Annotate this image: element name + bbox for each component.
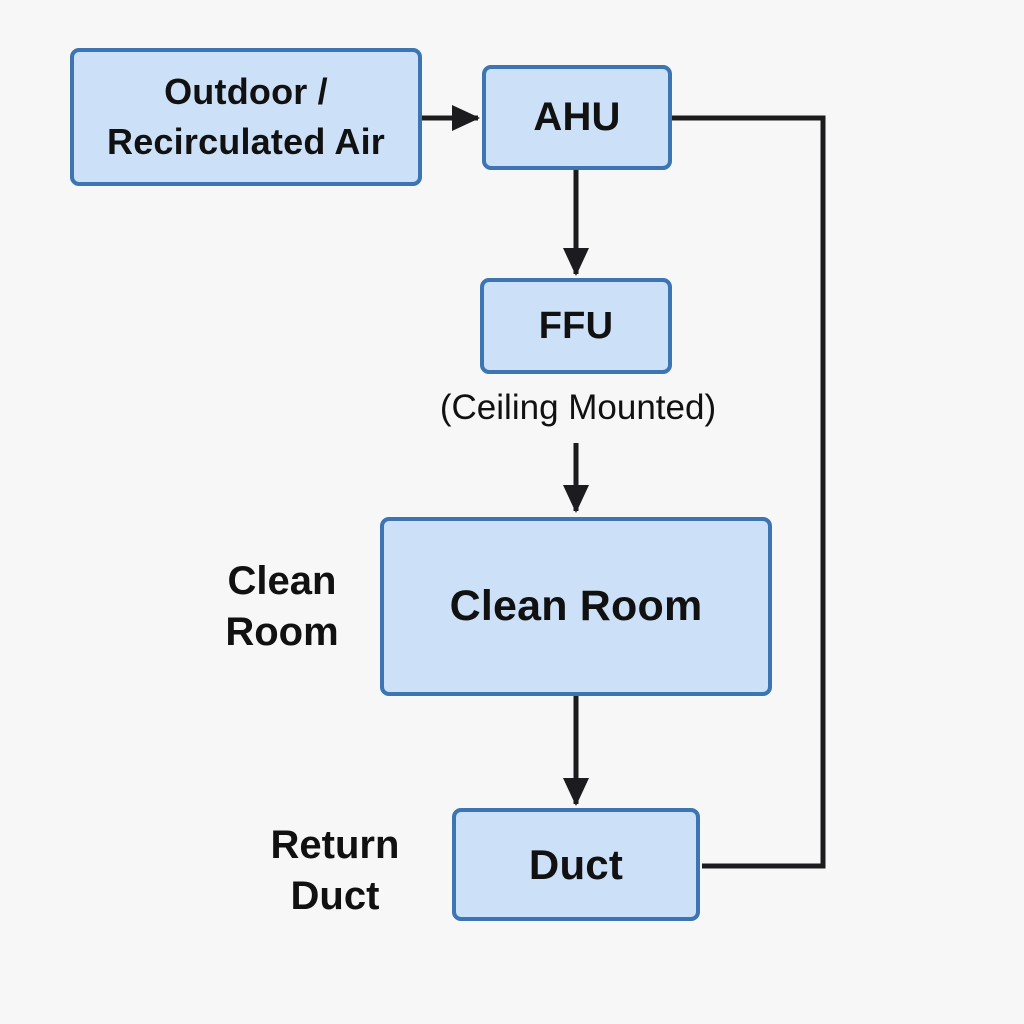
node-ffu-label: FFU — [538, 304, 614, 347]
side-label-clean-room: Clean Room — [182, 556, 382, 658]
connector-duct-return-to-ahu — [671, 115, 826, 869]
node-ahu-label: AHU — [533, 95, 621, 139]
side-label-return-duct: Return Duct — [235, 820, 435, 922]
node-outdoor-label-line1: Outdoor / — [164, 71, 328, 112]
node-duct: Duct — [452, 808, 700, 921]
node-duct-label: Duct — [528, 840, 624, 888]
node-outdoor-recirculated-air: Outdoor / Recirculated Air — [70, 48, 422, 186]
node-clean-room-label: Clean Room — [449, 582, 703, 630]
node-ffu: FFU — [480, 278, 672, 374]
side-label-return-duct-line2: Duct — [290, 874, 380, 918]
node-ahu: AHU — [482, 65, 672, 170]
side-label-clean-room-line2: Room — [225, 610, 339, 654]
ffu-ceiling-mounted-note: (Ceiling Mounted) — [439, 388, 717, 427]
node-clean-room: Clean Room — [380, 517, 772, 696]
side-label-return-duct-line1: Return — [270, 823, 400, 867]
node-outdoor-label-line2: Recirculated Air — [107, 121, 385, 162]
side-label-clean-room-line1: Clean — [227, 559, 337, 603]
